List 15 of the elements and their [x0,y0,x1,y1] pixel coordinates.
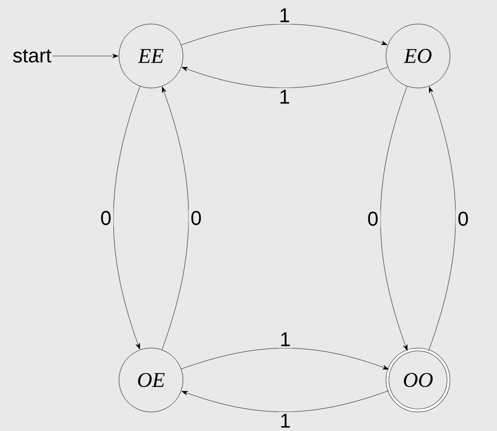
edge-label: 0 [365,210,380,228]
edge-label: 0 [456,210,471,228]
arrow [428,86,456,352]
edge-label: 1 [278,330,293,348]
arrow [380,86,408,351]
arrow [182,390,390,412]
arrow [113,86,140,350]
edge-label: 0 [188,208,204,228]
arrow [181,24,388,46]
arrow [162,86,189,350]
start-label: start [13,49,52,63]
arrow [52,54,118,58]
arrow [182,66,388,88]
arrow [181,348,389,370]
edge-label: 1 [278,412,293,430]
